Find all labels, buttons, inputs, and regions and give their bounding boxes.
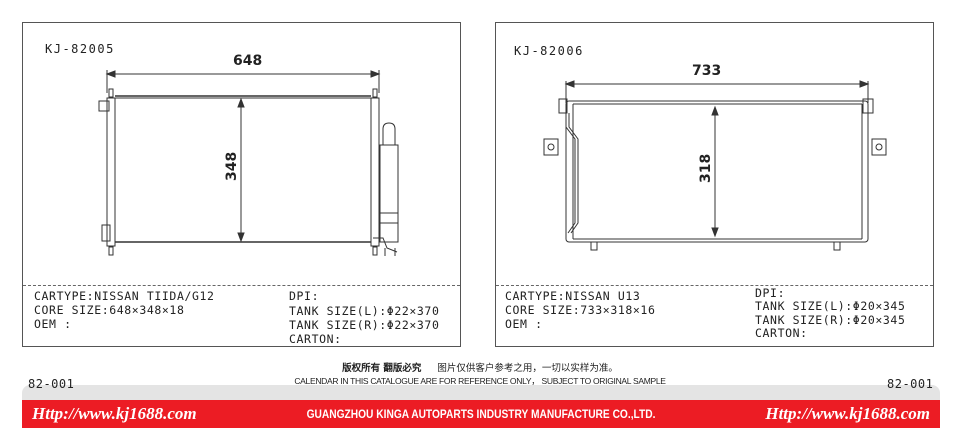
spec-tank-l: TANK SIZE(L):Φ20×345: [755, 299, 906, 313]
condenser-drawing: 733 318: [543, 63, 887, 251]
notice-cn: 版权所有 翻版必究 图片仅供客户参考之用，一切以实样为准。: [0, 360, 960, 374]
website-link-left[interactable]: Http://www.kj1688.com: [32, 404, 197, 423]
spec-dpi: DPI:: [755, 286, 786, 300]
spec-oem: OEM :: [34, 317, 72, 331]
spec-cartype: CARTYPE:NISSAN TIIDA/G12: [34, 289, 215, 303]
spec-cartype: CARTYPE:NISSAN U13: [505, 289, 641, 303]
spec-tank-l: TANK SIZE(L):Φ22×370: [289, 304, 440, 318]
spec-core-size: CORE SIZE:648×348×18: [34, 303, 185, 317]
footer-band: [22, 385, 940, 401]
footer-bar: Http://www.kj1688.com GUANGZHOU KINGA AU…: [22, 400, 940, 428]
height-dimension: 318: [698, 154, 714, 183]
website-link-right[interactable]: Http://www.kj1688.com: [765, 404, 930, 423]
product-panel-kj-82006: KJ-82006 733 318 CARTYPE:NISSAN U13 CORE…: [495, 22, 934, 347]
height-dimension: 348: [224, 152, 240, 181]
divider: [496, 285, 933, 286]
notice-cn-text: 图片仅供客户参考之用，一切以实样为准。: [437, 363, 618, 374]
condenser-drawing: 648 348: [98, 53, 399, 256]
page-number-left: 82-001: [28, 377, 75, 391]
spec-tank-r: TANK SIZE(R):Φ22×370: [289, 318, 440, 332]
divider: [23, 285, 460, 286]
notice-en: CALENDAR IN THIS CATALOGUE ARE FOR REFER…: [294, 376, 666, 386]
width-dimension: 648: [233, 53, 262, 69]
spec-carton: CARTON:: [755, 326, 808, 340]
product-panel-kj-82005: KJ-82005 648 348 CARTYPE:NISSAN TIIDA/G1…: [22, 22, 461, 347]
spec-core-size: CORE SIZE:733×318×16: [505, 303, 656, 317]
product-code: KJ-82006: [514, 44, 584, 58]
page-number-right: 82-001: [887, 377, 934, 391]
spec-oem: OEM :: [505, 317, 543, 331]
spec-carton: CARTON:: [289, 332, 342, 346]
spec-tank-r: TANK SIZE(R):Φ20×345: [755, 313, 906, 327]
copyright-cn: 版权所有 翻版必究: [342, 363, 422, 374]
spec-dpi: DPI:: [289, 289, 320, 303]
company-name: GUANGZHOU KINGA AUTOPARTS INDUSTRY MANUF…: [306, 407, 656, 421]
product-code: KJ-82005: [45, 42, 115, 56]
width-dimension: 733: [692, 63, 721, 79]
